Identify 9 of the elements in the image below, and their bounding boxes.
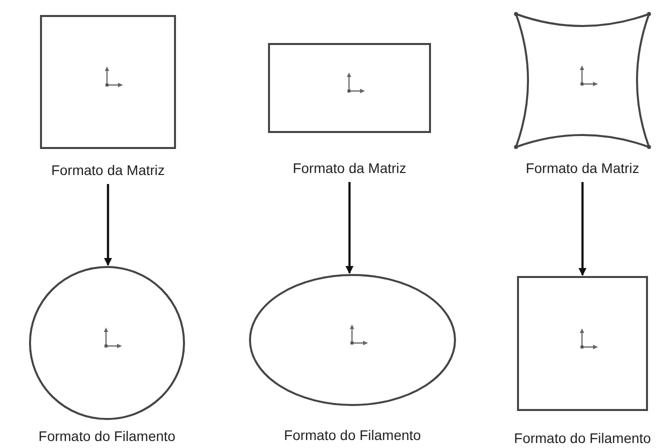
shape-caption: Formato do Filamento [283,427,422,443]
shape-caption: Formato da Matriz [524,160,640,176]
arrow [578,182,586,276]
shape-caption: Formato do Filamento [38,428,176,444]
shape-caption: Formato da Matriz [50,162,166,178]
arrow [346,182,354,274]
arrow [104,184,112,266]
shape-caption: Formato da Matriz [292,160,408,176]
shape-caption: Formato do Filamento [513,430,652,446]
